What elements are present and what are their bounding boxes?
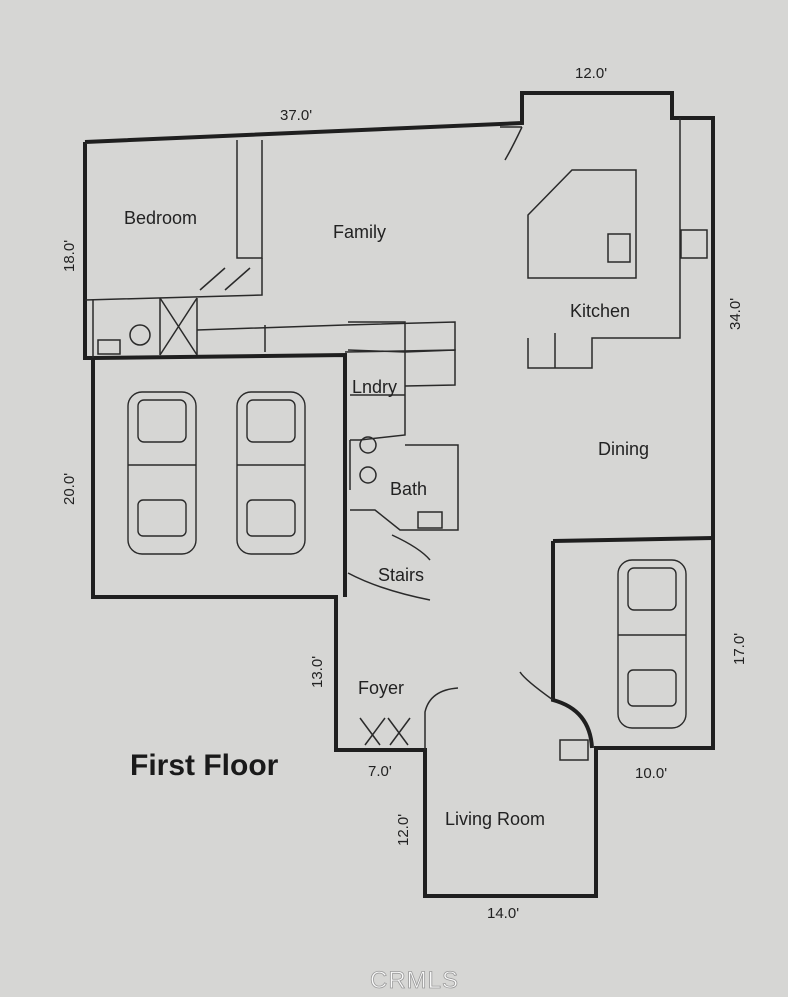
room-label-kitchen: Kitchen (570, 301, 630, 321)
dimension-living-depth: 12.0' (395, 814, 412, 846)
room-label-family: Family (333, 222, 386, 242)
dimension-top-width: 37.0' (280, 107, 312, 124)
dimension-single-garage-width: 10.0' (635, 765, 667, 782)
dimension-bump-width: 12.0' (575, 65, 607, 82)
room-label-laundry: Lndry (352, 377, 397, 397)
dimension-garage-depth: 20.0' (61, 473, 78, 505)
plan-title: First Floor (130, 749, 279, 782)
car-icon-1 (127, 391, 197, 555)
watermark: CRMLS (370, 967, 459, 994)
car-icon-2 (236, 391, 306, 555)
room-label-bedroom: Bedroom (124, 208, 197, 228)
dimension-foyer-width: 7.0' (368, 763, 392, 780)
exterior-walls (83, 91, 715, 898)
room-label-bath: Bath (390, 479, 427, 499)
room-label-foyer: Foyer (358, 678, 404, 698)
interior-walls (84, 118, 708, 761)
dimension-foyer-depth: 13.0' (309, 656, 326, 688)
dimension-bedroom-depth: 18.0' (61, 240, 78, 272)
room-label-dining: Dining (598, 439, 649, 459)
dimension-single-garage-depth: 17.0' (731, 633, 748, 665)
room-label-living-room: Living Room (445, 809, 545, 829)
dimension-right-depth: 34.0' (727, 298, 744, 330)
car-icon-3 (617, 559, 687, 729)
room-label-stairs: Stairs (378, 565, 424, 585)
dimension-living-width: 14.0' (487, 905, 519, 922)
